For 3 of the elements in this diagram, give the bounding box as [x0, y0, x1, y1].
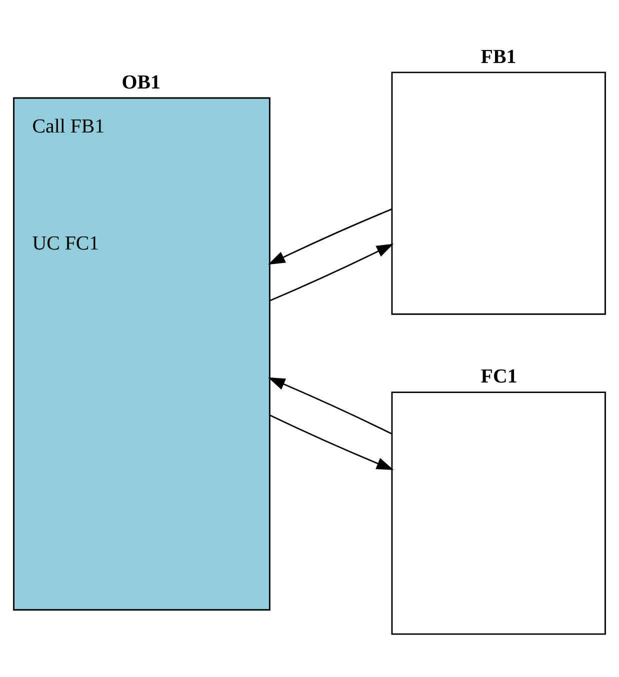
node-label: OB1	[122, 70, 161, 93]
node-label: FC1	[480, 365, 518, 388]
node-label: FB1	[480, 45, 516, 68]
